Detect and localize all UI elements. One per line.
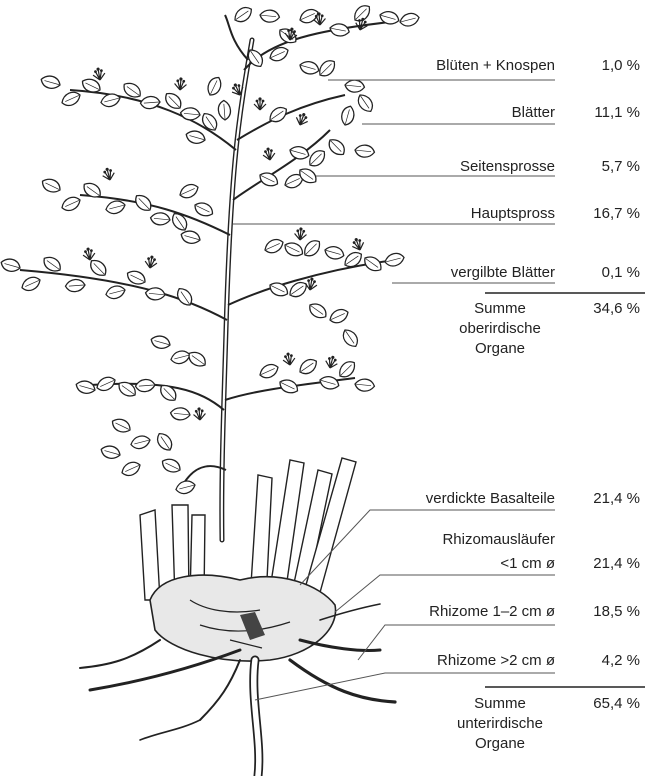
sum-value-above: 34,6 % — [570, 300, 640, 318]
label-rhizomauslaeufer-line2: <1 cm ø — [360, 555, 555, 573]
sum-label-below: Summe unterirdische Organe — [440, 694, 560, 754]
value-blueten-knospen: 1,0 % — [570, 57, 640, 75]
label-blueten-knospen: Blüten + Knospen — [370, 57, 555, 75]
label-rhizome-gt2: Rhizome >2 cm ø — [360, 652, 555, 670]
value-verdickte-basalteile: 21,4 % — [570, 490, 640, 508]
label-hauptspross: Hauptspross — [370, 205, 555, 223]
label-rhizomauslaeufer-line1: Rhizomausläufer — [360, 531, 555, 549]
label-verdickte-basalteile: verdickte Basalteile — [360, 490, 555, 508]
value-vergilbte-blaetter: 0,1 % — [570, 264, 640, 282]
label-vergilbte-blaetter: vergilbte Blätter — [370, 264, 555, 282]
value-rhizome-1-2: 18,5 % — [570, 603, 640, 621]
value-rhizome-gt2: 4,2 % — [570, 652, 640, 670]
sum-value-below: 65,4 % — [570, 695, 640, 713]
value-blaetter: 11,1 % — [570, 104, 640, 122]
label-seitensprosse: Seitensprosse — [370, 158, 555, 176]
label-blaetter: Blätter — [370, 104, 555, 122]
sum-label-above: Summe oberirdische Organe — [440, 299, 560, 359]
label-rhizome-1-2: Rhizome 1–2 cm ø — [360, 603, 555, 621]
value-rhizomauslaeufer: 21,4 % — [570, 555, 640, 573]
value-seitensprosse: 5,7 % — [570, 158, 640, 176]
value-hauptspross: 16,7 % — [570, 205, 640, 223]
